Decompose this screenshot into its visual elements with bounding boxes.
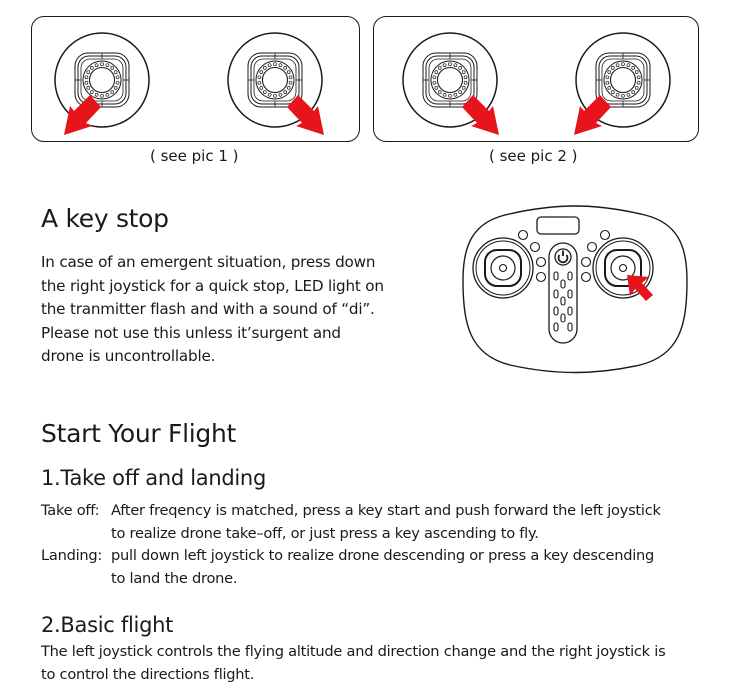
start-flight-title: Start Your Flight [41, 419, 237, 448]
transmitter-buttons [517, 229, 611, 283]
transmitter-center-panel [548, 242, 578, 344]
takeoff-label: Take off: [41, 502, 100, 519]
key-stop-line: Please not use this unless it’surgent an… [41, 323, 341, 342]
takeoff-line: to realize drone take–off, or just press… [111, 525, 539, 542]
pic2-left-joystick [402, 32, 499, 135]
pic2-caption: ( see pic 2 ) [489, 147, 578, 165]
key-stop-title: A key stop [41, 204, 169, 233]
pic2-right-joystick [574, 32, 671, 135]
pic1-right-joystick [227, 32, 324, 135]
transmitter-right-joystick [592, 237, 654, 299]
landing-line: to land the drone. [111, 570, 238, 587]
key-stop-line: the right joystick for a quick stop, LED… [41, 276, 384, 295]
pic1-left-joystick [54, 32, 150, 135]
landing-line: pull down left joystick to realize drone… [111, 547, 655, 564]
joystick-diagrams [54, 32, 671, 135]
key-stop-text: In case of an emergent situation, press … [41, 251, 384, 369]
basic-flight-line: The left joystick controls the flying al… [41, 643, 666, 660]
key-stop-line: In case of an emergent situation, press … [41, 253, 376, 271]
transmitter-left-joystick [472, 237, 534, 299]
landing-text: pull down left joystick to realize drone… [111, 544, 654, 590]
power-icon [554, 248, 572, 266]
pic1-box [31, 16, 360, 142]
takeoff-line: After freqency is matched, press a key s… [111, 502, 661, 519]
transmitter-illustration [462, 205, 688, 374]
press-arrow-icon [627, 275, 653, 301]
landing-label: Landing: [41, 547, 103, 564]
basic-flight-line: to control the directions flight. [41, 666, 255, 683]
transmitter-screen [536, 216, 580, 235]
pic2-box [373, 16, 699, 142]
key-stop-line: drone is uncontrollable. [41, 347, 216, 365]
transmitter-keys [553, 271, 573, 332]
basic-flight-text: The left joystick controls the flying al… [41, 640, 666, 686]
section2-title: 2.Basic flight [41, 613, 174, 637]
transmitter-body [462, 205, 688, 374]
takeoff-text: After freqency is matched, press a key s… [111, 499, 661, 545]
key-stop-line: the tranmitter flash and with a sound of… [41, 300, 375, 318]
section1-title: 1.Take off and landing [41, 466, 266, 490]
pic1-caption: ( see pic 1 ) [150, 147, 239, 165]
